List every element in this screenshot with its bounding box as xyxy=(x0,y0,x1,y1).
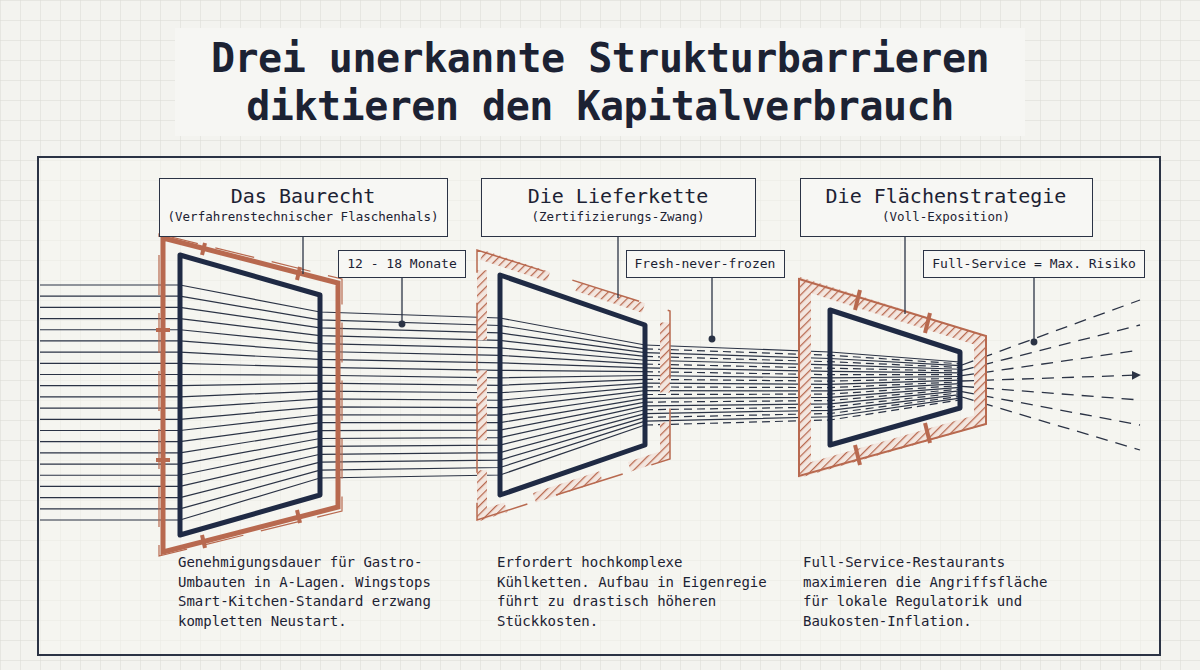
title: Drei unerkannte Strukturbarrieren diktie… xyxy=(175,28,1025,136)
callout-box: Full-Service = Max. Risiko xyxy=(923,250,1145,278)
callout-box: 12 - 18 Monate xyxy=(338,250,466,278)
rust-bracket xyxy=(805,285,980,470)
description-text: Genehmigungsdauer für Gastro-Umbauten in… xyxy=(178,553,453,631)
output-ray xyxy=(962,300,1140,365)
output-ray xyxy=(962,397,1140,450)
heading-box: Das Baurecht(Verfahrenstechnischer Flasc… xyxy=(159,178,448,237)
heading-box: Die Lieferkette(Zertifizierungs-Zwang) xyxy=(481,178,756,237)
box-subtitle: (Zertifizierungs-Zwang) xyxy=(482,208,755,231)
flow-line xyxy=(40,363,645,371)
callout-box: Fresh-never-frozen xyxy=(626,250,785,278)
box-heading: Die Lieferkette xyxy=(482,179,755,208)
funnel xyxy=(180,255,320,535)
frame xyxy=(38,157,1160,655)
rust-bracket xyxy=(799,279,986,476)
box-heading: Das Baurecht xyxy=(160,179,447,208)
funnel xyxy=(830,310,960,445)
output-ray xyxy=(962,386,1140,400)
box-heading: Full-Service = Max. Risiko xyxy=(924,251,1144,276)
rust-bracket xyxy=(159,234,342,556)
output-ray xyxy=(962,392,1140,425)
box-heading: Die Flächenstrategie xyxy=(801,179,1092,208)
bracket-ticks xyxy=(855,290,930,465)
flow-line xyxy=(40,375,645,378)
box-subtitle: (Verfahrenstechnischer Flaschenhals) xyxy=(160,208,447,231)
description-text: Erfordert hochkomplexe Kühlketten. Aufba… xyxy=(497,553,772,631)
output-ray xyxy=(962,350,1140,376)
output-ray xyxy=(962,375,1140,381)
rust-bracket xyxy=(163,238,338,552)
box-heading: Fresh-never-frozen xyxy=(627,251,784,276)
box-heading: 12 - 18 Monate xyxy=(339,251,465,276)
rust-bracket xyxy=(482,255,665,515)
box-subtitle: (Voll-Exposition) xyxy=(801,208,1092,231)
funnel xyxy=(500,275,645,495)
description-text: Full-Service-Restaurants maximieren die … xyxy=(803,553,1068,631)
heading-box: Die Flächenstrategie(Voll-Exposition) xyxy=(800,178,1093,237)
rust-bracket xyxy=(477,250,670,520)
output-ray xyxy=(962,325,1140,370)
